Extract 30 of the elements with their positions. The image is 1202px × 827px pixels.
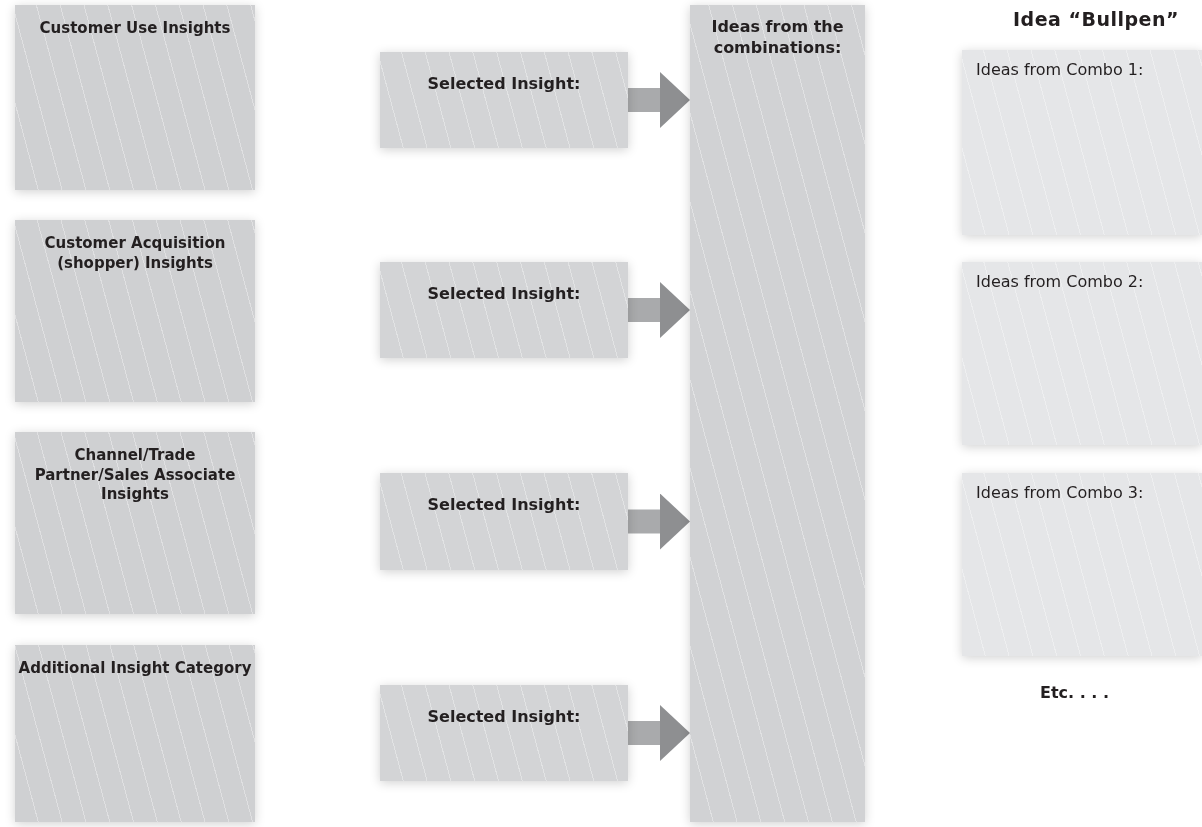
- box-heading: Selected Insight:: [426, 74, 582, 95]
- box-heading: Selected Insight:: [426, 707, 582, 728]
- insight-box: [380, 52, 628, 148]
- block-arrow: [628, 705, 690, 761]
- block-arrow: [628, 493, 690, 550]
- category-panel: [15, 645, 255, 822]
- block-arrow: [628, 282, 690, 338]
- note-text: Etc. . . .: [1040, 683, 1110, 702]
- category-panel: [15, 220, 255, 402]
- ideas-column: [690, 5, 865, 822]
- block-arrow: [628, 72, 690, 128]
- insight-box: [380, 685, 628, 781]
- box-heading: Selected Insight:: [426, 495, 582, 516]
- box-heading: Ideas from Combo 1:: [976, 60, 1145, 81]
- box-heading: Ideas from the combinations:: [710, 17, 845, 59]
- column-heading: Idea “Bullpen”: [1012, 8, 1180, 30]
- box-heading: Channel/Trade Partner/Sales Associate Insights: [33, 446, 237, 505]
- box-heading: Selected Insight:: [426, 284, 582, 305]
- idea-box: [962, 262, 1202, 445]
- box-heading: Additional Insight Category: [17, 659, 253, 679]
- category-panel: [15, 5, 255, 190]
- box-heading: Ideas from Combo 2:: [976, 272, 1145, 293]
- box-heading: Customer Acquisition (shopper) Insights: [43, 234, 227, 273]
- insight-box: [380, 473, 628, 570]
- box-heading: Ideas from Combo 3:: [976, 483, 1145, 504]
- category-panel: [15, 432, 255, 614]
- box-heading: Customer Use Insights: [38, 19, 232, 39]
- idea-box: [962, 50, 1202, 235]
- insight-box: [380, 262, 628, 358]
- idea-box: [962, 473, 1202, 656]
